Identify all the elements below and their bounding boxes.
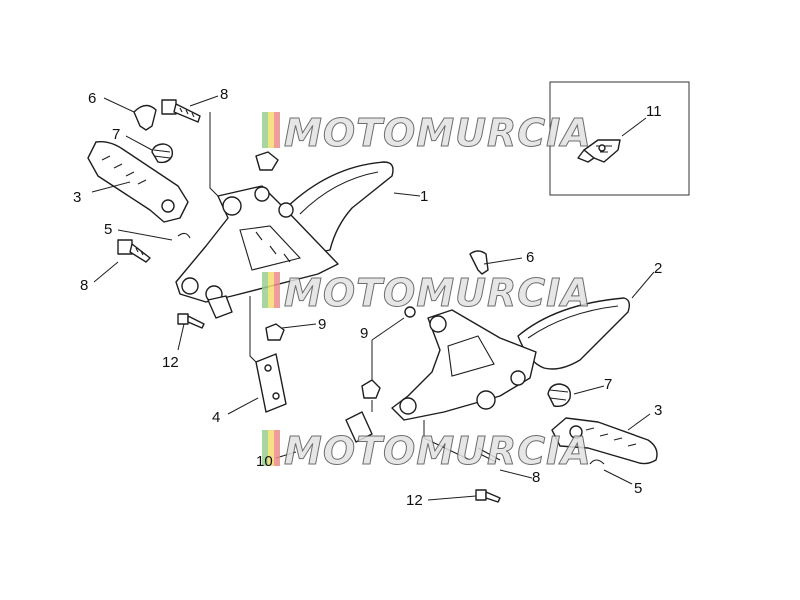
part-12-screw-right	[475, 489, 501, 503]
part-6-pin-right	[469, 250, 489, 275]
part-8-bolt-top-left	[161, 99, 201, 123]
part-6-pin-left	[133, 104, 157, 131]
part-11-clip	[577, 139, 621, 163]
part-7-spring-left	[151, 143, 174, 164]
part-9-nut-left	[265, 323, 285, 341]
part-3-footpeg-right	[551, 417, 658, 465]
callout-10: 10	[256, 453, 273, 470]
callout-8-top: 8	[220, 86, 228, 103]
part-8-bolt-mid-left	[117, 239, 151, 263]
callout-9-right: 9	[360, 325, 368, 342]
callout-3-left: 3	[73, 189, 81, 206]
callout-6-right: 6	[526, 249, 534, 266]
part-7-spring-right	[547, 383, 571, 408]
callout-labels: 1 2 3 3 4 5 5 6 6 7 7 8 8 8 9 9 10 11 12…	[73, 86, 662, 509]
part-3-footpeg-left	[87, 140, 189, 223]
part-2-heel-guard-right	[517, 297, 631, 370]
callout-3-right: 3	[654, 402, 662, 419]
part-9-nut-right	[361, 379, 381, 399]
watermark-bottom: MOTOMURCIA	[262, 429, 592, 474]
watermark-middle: MOTOMURCIA	[262, 271, 592, 316]
callout-1: 1	[420, 188, 428, 205]
part-9-washer-right	[404, 306, 416, 318]
callout-8-left: 8	[80, 277, 88, 294]
part-12-screw-left	[177, 313, 205, 329]
callout-7-left: 7	[112, 126, 120, 143]
part-nut-upper-left	[255, 151, 279, 171]
watermark-text-bottom: MOTOMURCIA	[284, 429, 592, 473]
watermark-top: MOTOMURCIA	[262, 111, 592, 156]
watermark-group: MOTOMURCIA MOTOMURCIA MOTOMURCIA	[262, 111, 592, 474]
callout-5-left: 5	[104, 221, 112, 238]
part-5-clip-right	[589, 459, 605, 465]
part-4-plate	[255, 353, 287, 413]
callout-12-right: 12	[406, 492, 423, 509]
callout-5-right: 5	[634, 480, 642, 497]
watermark-text-middle: MOTOMURCIA	[284, 271, 592, 315]
part-8-bolt-right	[477, 447, 501, 463]
callout-9-left: 9	[318, 316, 326, 333]
callout-12-left: 12	[162, 354, 179, 371]
watermark-text-top: MOTOMURCIA	[284, 111, 592, 155]
callout-11: 11	[646, 103, 662, 120]
callout-4: 4	[212, 409, 220, 426]
part-bracket-right	[391, 309, 537, 421]
leader-lines	[91, 95, 655, 501]
part-bracket-left	[175, 185, 339, 319]
part-5-clip-left	[177, 232, 191, 239]
inset-frame	[549, 81, 690, 196]
callout-2: 2	[654, 260, 662, 277]
callout-7-right: 7	[604, 376, 612, 393]
callout-8-right: 8	[532, 469, 540, 486]
callout-6-left: 6	[88, 90, 96, 107]
part-plate-right	[345, 411, 373, 443]
